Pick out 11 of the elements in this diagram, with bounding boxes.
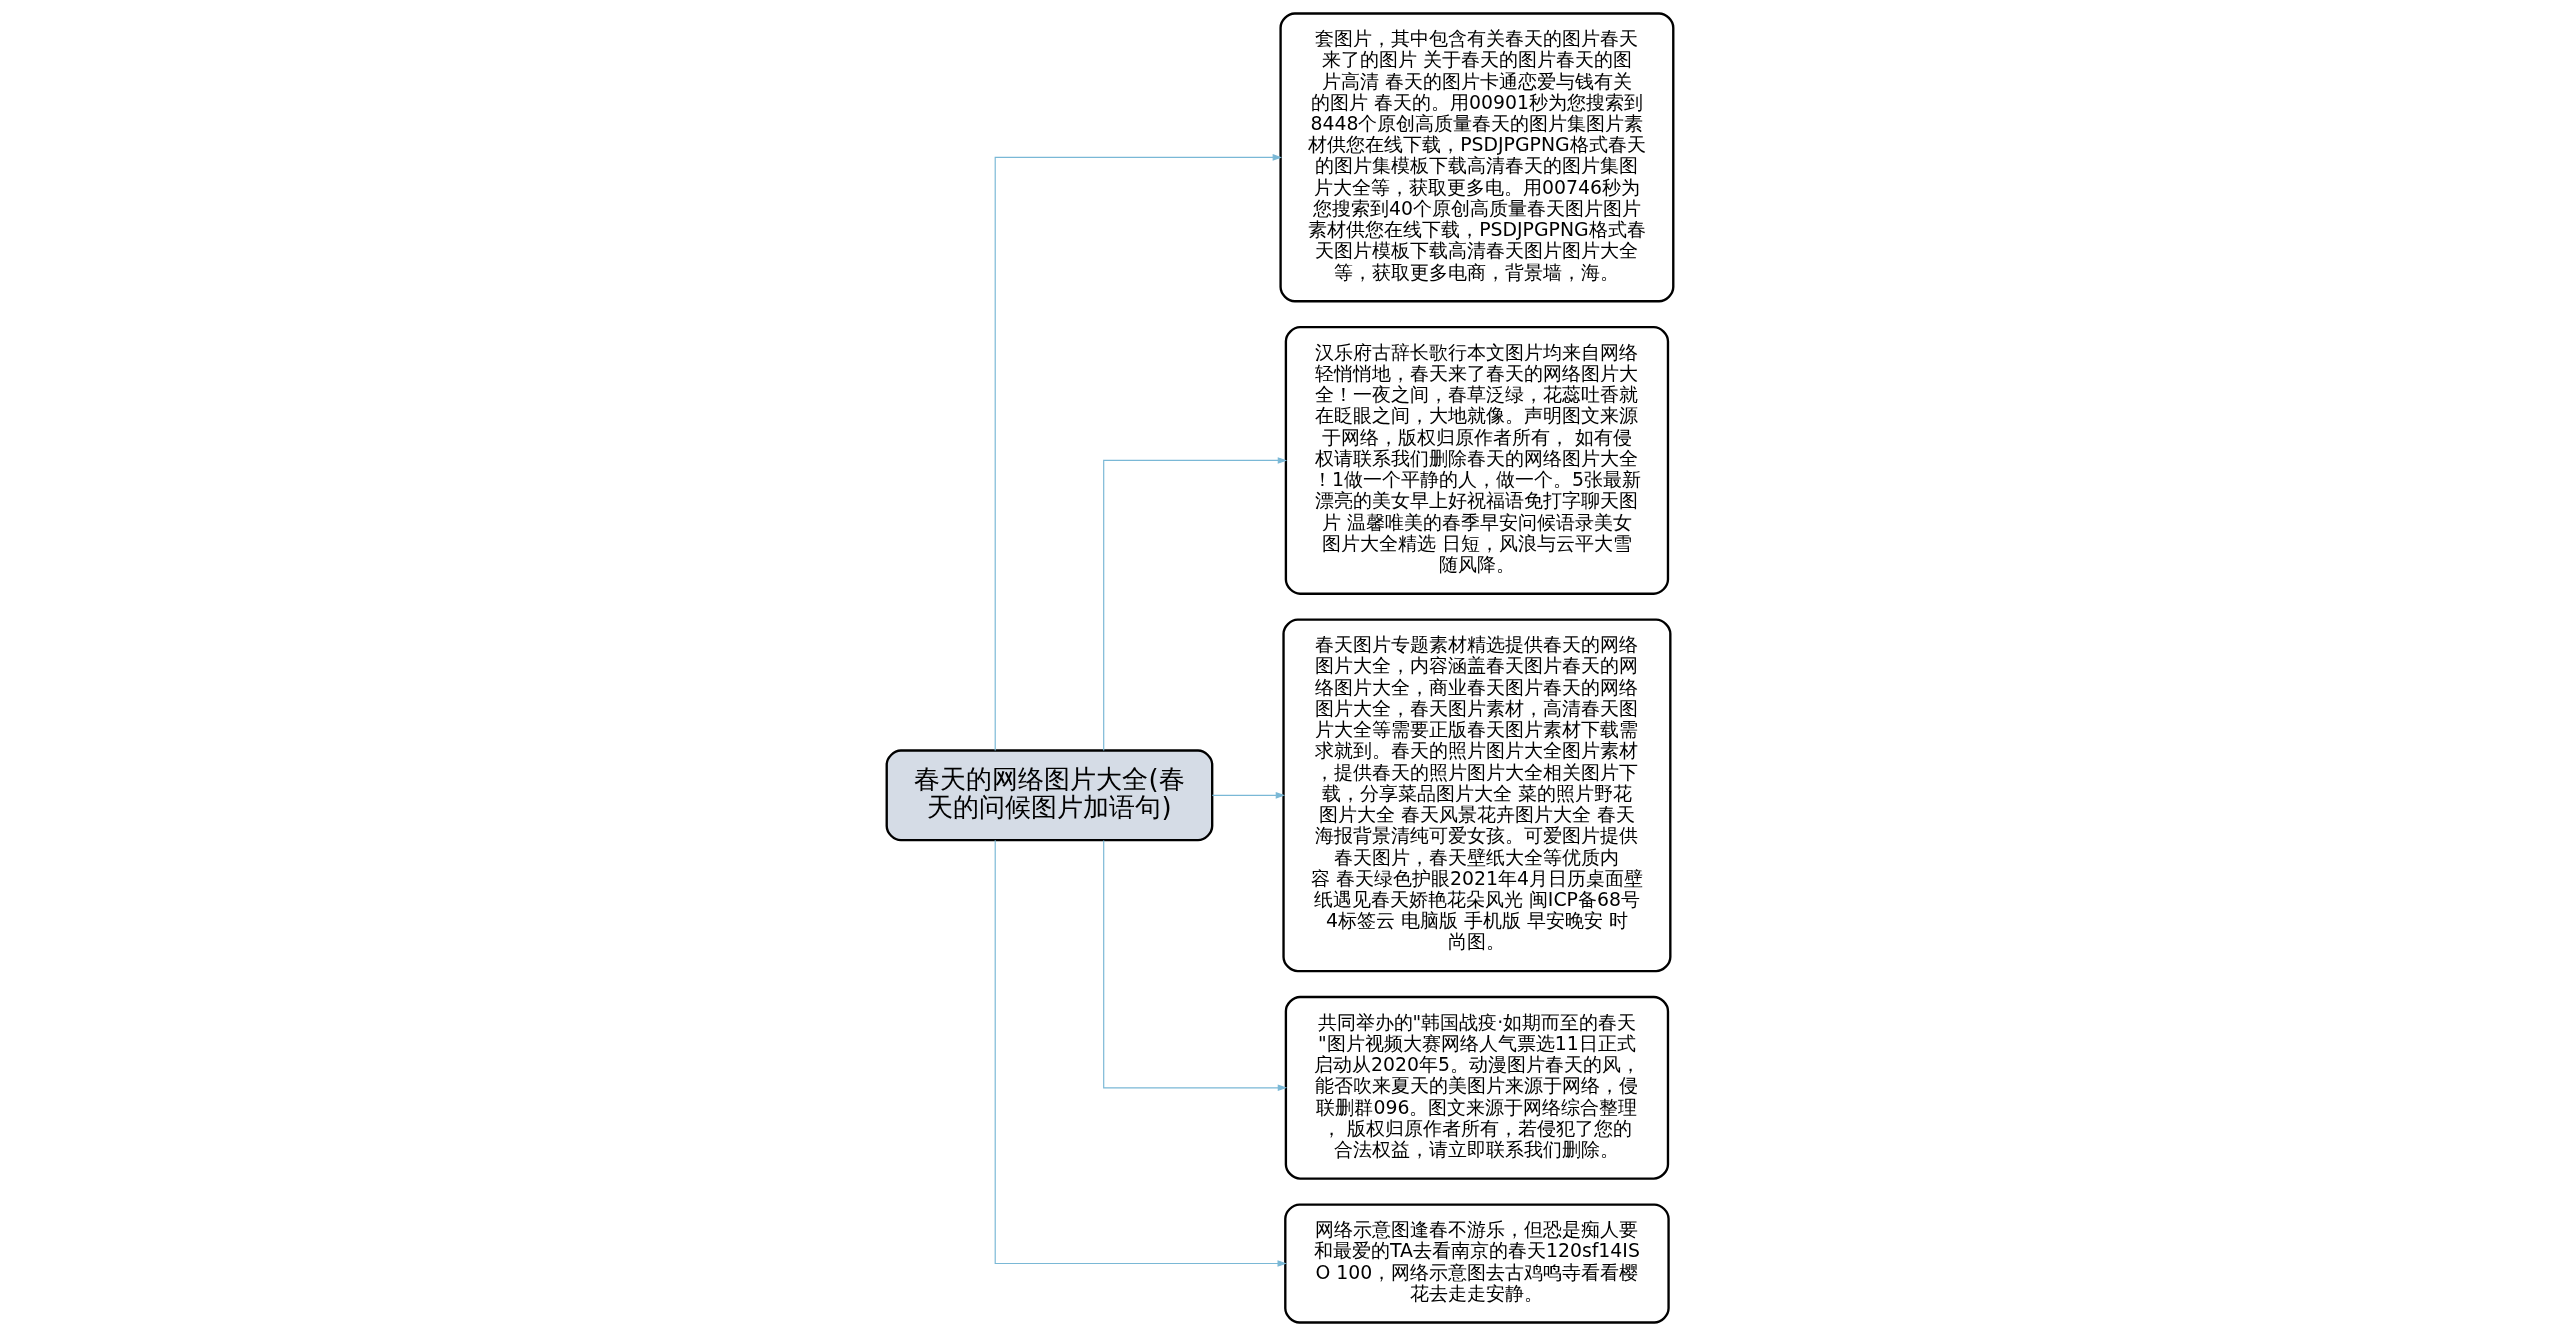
arrow — [994, 839, 1287, 1267]
arrow — [1211, 792, 1286, 799]
arrow — [1103, 457, 1288, 752]
node-box: 套图片，其中包含有关春天的图片春天来了的图片 关于春天的图片春天的图片高清 春天的图片卡通恋爱与钱有关的图片 春天的。用00901秒为您搜索到8448个原创高质量春天的图片集图片素材供您在线下载，PSDJPGPNG格式春天的图片集模板下载高清春天的图片集图片大全等，获取更多电。用00746秒为您搜索到40个原创高质量春天图片图片素材供您在线下载，PSDJPGPNG格式春天图片模板下载高清春天图片图片大全等，获取更多电商，背景墙，海。 — [1279, 12, 1675, 303]
node-box: 网络示意图逢春不游乐，但恐是痴人要和最爱的TA去看南京的春天120sf14ISO 100，网络示意图去古鸡鸣寺看看樱花去走走安静。 — [1284, 1203, 1670, 1324]
node-box: 春天图片专题素材精选提供春天的网络图片大全，内容涵盖春天图片春天的网络图片大全，商业春天图片春天的网络图片大全，春天图片素材，高清春天图片大全等需要正版春天图片素材下载需求就到。春天的照片图片大全图片素材，提供春天的照片图片大全相关图片下载，分享菜品图片大全 菜的照片野花图片大全 春天风景花卉图片大全 春天海报背景清纯可爱女孩。可爱图片提供春天图片，春天壁纸大全等优质内容 春天绿色护眼2021年4月日历桌面壁纸遇见春天娇艳花朵风光 闽ICP备68号4标签云 电脑版 手机版 早安晚安 时尚图。 — [1282, 618, 1672, 973]
node-box: 春天的网络图片大全(春天的问候图片加语句) — [885, 749, 1214, 842]
arrow — [994, 154, 1283, 752]
node-box: 共同举办的"韩国战疫·如期而至的春天"图片视频大赛网络人气票选11日正式启动从2020年5。动漫图片春天的风，能否吹来夏天的美图片来源于网络，侵联删群096。图文来源于网络综合整理， 版权归原作者所有，若侵犯了您的合法权益，请立即联系我们删除。 — [1284, 995, 1670, 1180]
arrow — [1103, 839, 1288, 1092]
node-box: 汉乐府古辞长歌行本文图片均来自网络轻悄悄地，春天来了春天的网络图片大全！一夜之间，春草泛绿，花蕊吐香就在眨眼之间，大地就像。声明图文来源于网络，版权归原作者所有， 如有侵权请联系我们删除春天的网络图片大全！1做一个平静的人，做一个。5张最新漂亮的美女早上好祝福语免打字聊天图片 温馨唯美的春季早安问候语录美女图片大全精选 日短，风浪与云平大雪随风降。 — [1284, 326, 1670, 595]
